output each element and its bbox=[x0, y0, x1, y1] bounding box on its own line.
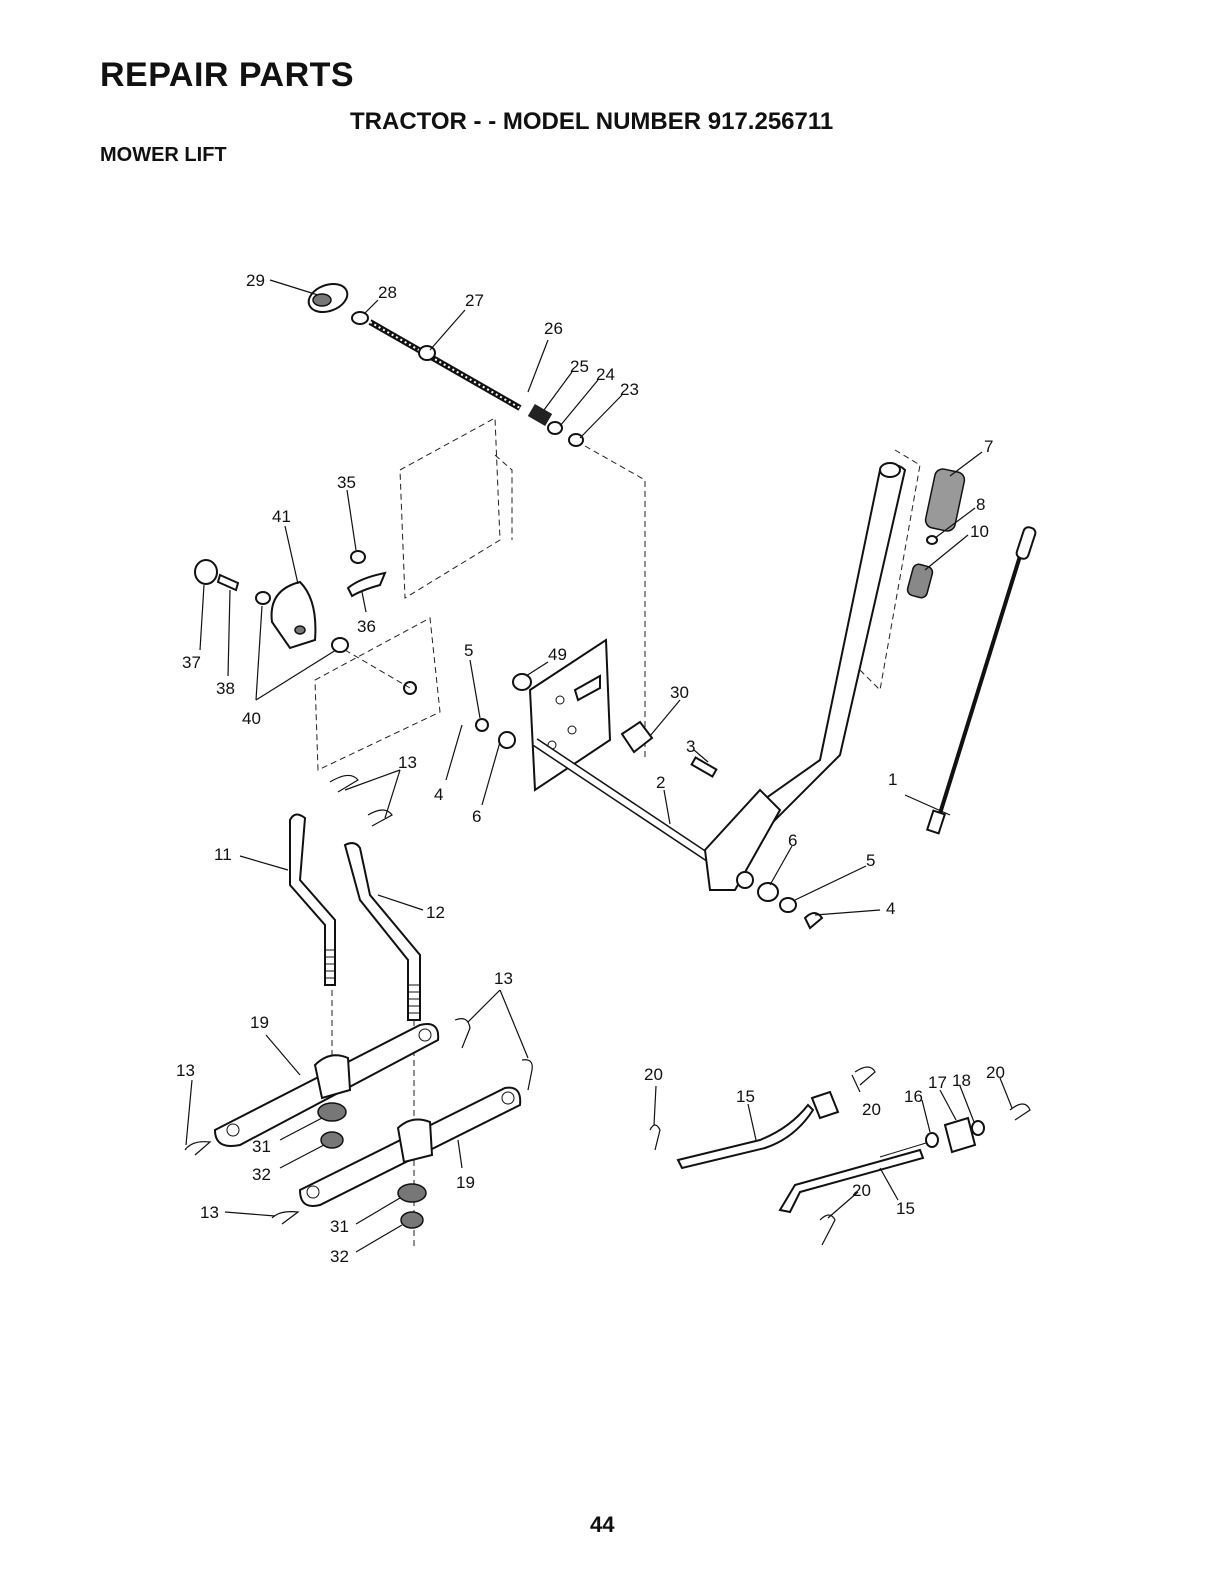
callout-15-upper: 15 bbox=[736, 1087, 755, 1106]
callout-10: 10 bbox=[970, 522, 989, 541]
lift-arms bbox=[215, 1024, 520, 1228]
callout-30: 30 bbox=[670, 683, 689, 702]
page-number: 44 bbox=[590, 1512, 614, 1538]
callout-23: 23 bbox=[620, 380, 639, 399]
callout-26: 26 bbox=[544, 319, 563, 338]
hair-pins bbox=[185, 775, 532, 1224]
callout-1: 1 bbox=[888, 770, 897, 789]
callout-13-upper: 13 bbox=[398, 753, 417, 772]
callout-32-left: 32 bbox=[252, 1165, 271, 1184]
callout-20-upper: 20 bbox=[862, 1100, 881, 1119]
callout-8: 8 bbox=[976, 495, 985, 514]
callout-37: 37 bbox=[182, 653, 201, 672]
callout-7: 7 bbox=[984, 437, 993, 456]
callout-13-mid: 13 bbox=[494, 969, 513, 988]
callout-5-upper: 5 bbox=[464, 641, 473, 660]
callout-4-upper: 4 bbox=[434, 785, 443, 804]
lift-plate-and-shaft bbox=[476, 640, 716, 862]
callout-19-left: 19 bbox=[250, 1013, 269, 1032]
callout-20-right: 20 bbox=[986, 1063, 1005, 1082]
callout-6-lower: 6 bbox=[788, 831, 797, 850]
callout-35: 35 bbox=[337, 473, 356, 492]
callout-20-left: 20 bbox=[644, 1065, 663, 1084]
callout-20-lower: 20 bbox=[852, 1181, 871, 1200]
callout-25: 25 bbox=[570, 357, 589, 376]
callout-4-lower: 4 bbox=[886, 899, 895, 918]
callout-38: 38 bbox=[216, 679, 235, 698]
callout-27: 27 bbox=[465, 291, 484, 310]
callout-41: 41 bbox=[272, 507, 291, 526]
callout-12: 12 bbox=[426, 903, 445, 922]
callout-32-right: 32 bbox=[330, 1247, 349, 1266]
callout-16: 16 bbox=[904, 1087, 923, 1106]
callout-15-lower: 15 bbox=[896, 1199, 915, 1218]
callout-11: 11 bbox=[214, 845, 232, 864]
callout-13-left: 13 bbox=[176, 1061, 195, 1080]
callout-36: 36 bbox=[357, 617, 376, 636]
callout-2: 2 bbox=[656, 773, 665, 792]
frame-panel-outline bbox=[315, 418, 512, 770]
callout-31-right: 31 bbox=[330, 1217, 349, 1236]
callout-28: 28 bbox=[378, 283, 397, 302]
callout-24: 24 bbox=[596, 365, 615, 384]
callout-40: 40 bbox=[242, 709, 261, 728]
callout-18: 18 bbox=[952, 1071, 971, 1090]
callout-3: 3 bbox=[686, 737, 695, 756]
callout-29: 29 bbox=[246, 271, 265, 290]
lift-rods bbox=[650, 1067, 1030, 1245]
callout-13-bottom: 13 bbox=[200, 1203, 219, 1222]
callout-31-left: 31 bbox=[252, 1137, 271, 1156]
callout-49: 49 bbox=[548, 645, 567, 664]
callout-5-lower: 5 bbox=[866, 851, 875, 870]
callout-19-right: 19 bbox=[456, 1173, 475, 1192]
callout-17: 17 bbox=[928, 1073, 947, 1092]
callout-labels: 29 28 27 26 25 24 23 7 8 10 35 41 36 37 … bbox=[176, 271, 1012, 1266]
callout-6-upper: 6 bbox=[472, 807, 481, 826]
